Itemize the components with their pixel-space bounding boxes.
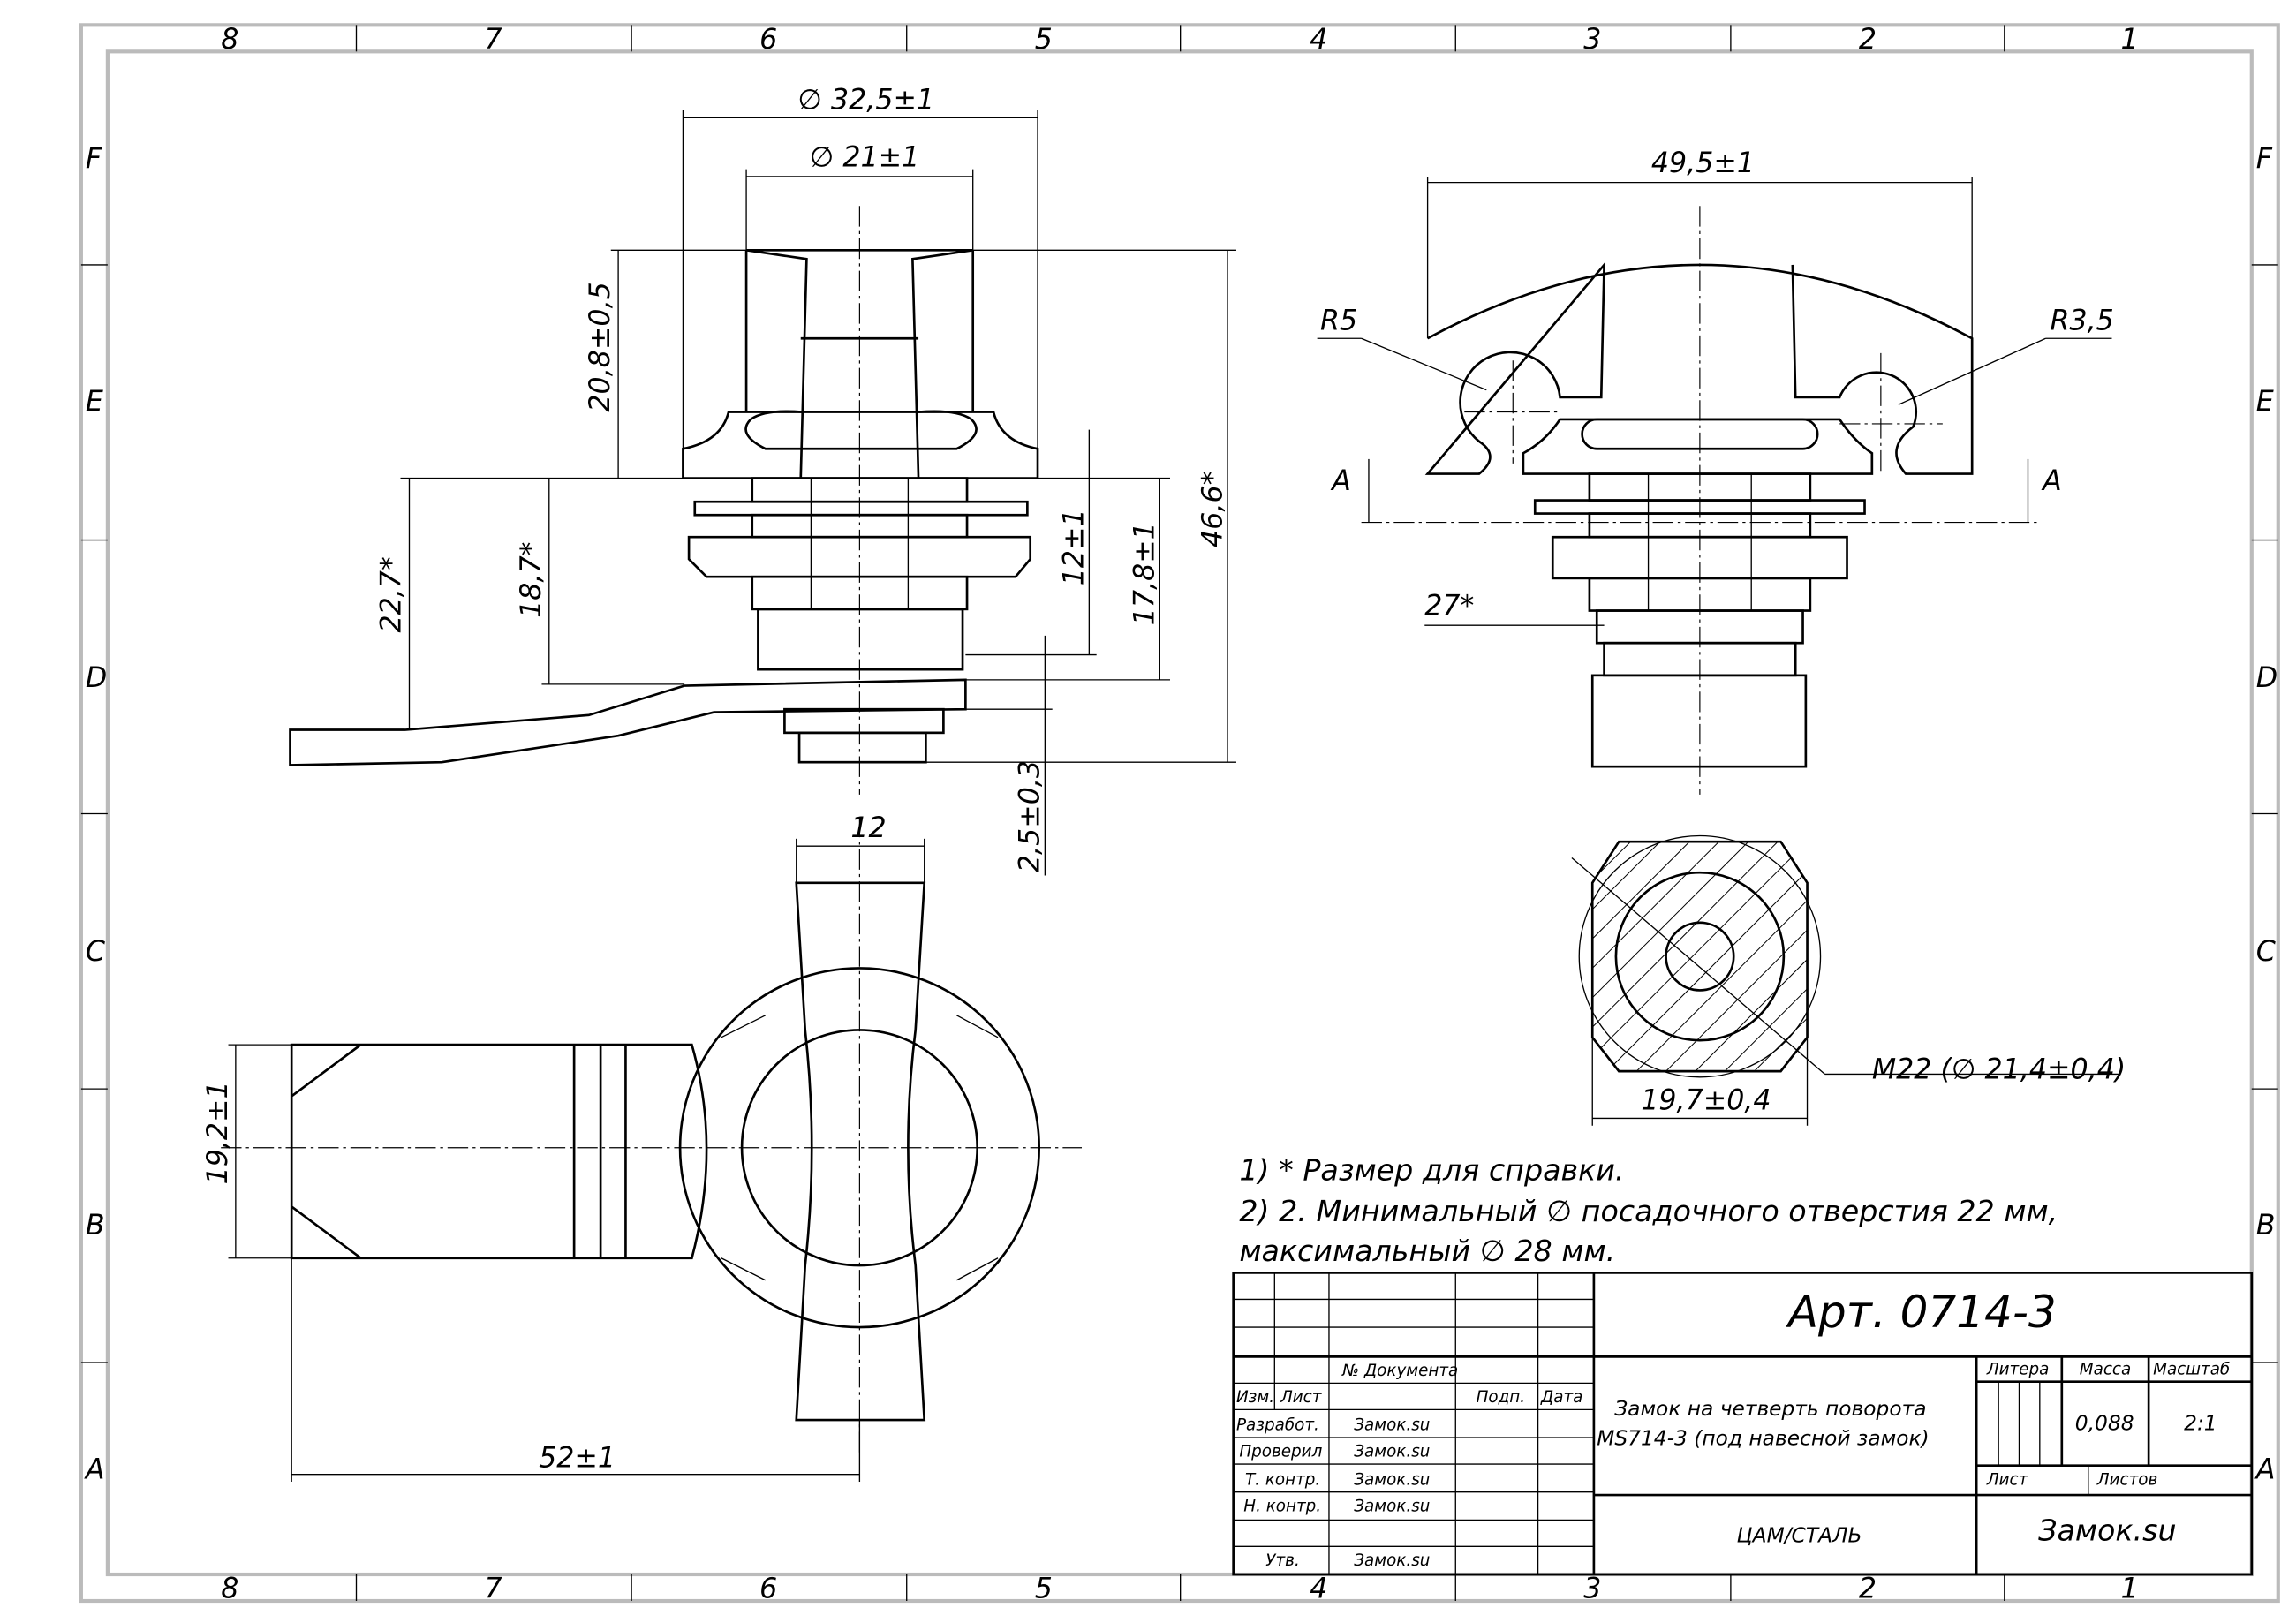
dim-cam-width: 19,2±1 <box>202 1081 234 1184</box>
signer: Замок.su <box>1354 1443 1430 1461</box>
dim-head-width: 49,5±1 <box>1651 147 1755 179</box>
zone-col: 3 <box>1583 1574 1601 1605</box>
role: Разработ. <box>1236 1416 1319 1435</box>
col-izm: Изм. <box>1236 1388 1274 1407</box>
product-name-line1: Замок на четверть поворота <box>1614 1397 1926 1421</box>
dim-cam-inner: 18,7* <box>516 542 548 618</box>
zone-col: 8 <box>221 1574 238 1605</box>
zone-col: 2 <box>1859 24 1877 56</box>
drawing-frame: 8 7 6 5 4 3 2 1 8 7 6 5 4 3 2 1 F E D C … <box>79 23 2280 1605</box>
dim-r3-5: R3,5 <box>2050 305 2113 336</box>
section-a-right: A <box>2041 465 2062 497</box>
title-block: Арт. 0714-3 Замок на четверть поворота M… <box>1232 1272 2254 1576</box>
zone-col: 7 <box>484 24 502 56</box>
dim-knob-height: 20,8±0,5 <box>585 282 616 411</box>
top-view: 12 19,2±1 52±1 <box>202 812 1083 1483</box>
note-2: 2) 2. Минимальный ∅ посадочного отверсти… <box>1239 1194 2058 1228</box>
dim-thread: M22 (∅ 21,4±0,4) <box>1872 1053 2126 1085</box>
side-view: 49,5±1 R5 R3,5 A A 27* <box>1317 147 2114 795</box>
dim-knob-diameter: ∅ 21±1 <box>810 141 920 173</box>
zone-row: A <box>84 1454 105 1486</box>
role: Проверил <box>1239 1443 1322 1461</box>
litera-label: Литера <box>1986 1360 2050 1378</box>
listov-label: Листов <box>2096 1470 2157 1489</box>
signer: Замок.su <box>1354 1551 1430 1570</box>
dim-cam-length: 52±1 <box>539 1442 616 1474</box>
masshtab-value: 2:1 <box>2184 1412 2217 1436</box>
dim-12: 12±1 <box>1059 509 1091 585</box>
massa-value: 0,088 <box>2075 1412 2134 1436</box>
zone-row: D <box>2256 662 2277 694</box>
zone-row: B <box>86 1210 105 1242</box>
dim-total-height: 46,6* <box>1197 472 1228 547</box>
zone-col: 1 <box>2120 24 2138 56</box>
zone-col: 7 <box>484 1574 502 1605</box>
notes: 1) * Размер для справки. 2) 2. Минимальн… <box>1239 1152 2058 1268</box>
dim-flat-width: 19,7±0,4 <box>1641 1084 1771 1116</box>
zone-col: 4 <box>1310 1574 1327 1605</box>
dim-knob-width: 12 <box>850 812 886 844</box>
article-number: Арт. 0714-3 <box>1786 1287 2057 1338</box>
dim-cam-outer: 22,7* <box>375 556 407 632</box>
massa-label: Масса <box>2080 1360 2131 1378</box>
zone-col: 6 <box>759 24 777 56</box>
note-1: 1) * Размер для справки. <box>1239 1152 1624 1187</box>
zone-row: B <box>2256 1210 2276 1242</box>
dim-2-5: 2,5±0,3 <box>1015 760 1046 872</box>
section-view: 19,7±0,4 M22 (∅ 21,4±0,4) <box>1571 834 2126 1126</box>
col-doc: № Документа <box>1341 1362 1458 1380</box>
zone-col: 5 <box>1035 24 1053 56</box>
section-a-left: A <box>1330 465 1351 497</box>
front-view: ∅ 32,5±1 ∅ 21±1 20,8±0,5 46,6* 22,7* 18,… <box>289 84 1236 876</box>
zone-col: 6 <box>759 1574 777 1605</box>
list-label: Лист <box>1986 1470 2029 1489</box>
col-data: Дата <box>1540 1388 1582 1407</box>
signer: Замок.su <box>1354 1416 1430 1435</box>
zone-row: D <box>86 662 107 694</box>
zone-row: F <box>86 143 102 175</box>
signer: Замок.su <box>1354 1470 1430 1489</box>
zone-col: 3 <box>1583 24 1601 56</box>
dim-outer-diameter: ∅ 32,5±1 <box>797 84 934 116</box>
zone-row: C <box>86 936 105 968</box>
zone-col: 2 <box>1859 1574 1877 1605</box>
col-list: Лист <box>1280 1388 1323 1407</box>
col-podp: Подп. <box>1477 1388 1525 1407</box>
company: Замок.su <box>2038 1514 2176 1548</box>
dim-27: 27* <box>1424 591 1474 623</box>
signer: Замок.su <box>1354 1497 1430 1515</box>
product-name-line2: MS714-3 (под навесной замок) <box>1597 1426 1929 1450</box>
masshtab-label: Масштаб <box>2153 1360 2230 1378</box>
role: Т. контр. <box>1245 1470 1320 1489</box>
zone-row: C <box>2256 936 2276 968</box>
zone-row: A <box>2254 1454 2276 1486</box>
material: ЦАМ/СТАЛЬ <box>1737 1523 1862 1547</box>
zone-row: F <box>2256 143 2273 175</box>
role: Утв. <box>1265 1551 1299 1570</box>
zone-col: 5 <box>1035 1574 1053 1605</box>
zone-col: 1 <box>2120 1574 2138 1605</box>
note-3: максимальный ∅ 28 мм. <box>1239 1234 1615 1268</box>
zone-row: E <box>86 386 103 418</box>
zone-row: E <box>2256 386 2274 418</box>
role: Н. контр. <box>1243 1497 1321 1515</box>
zone-col: 8 <box>221 24 238 56</box>
dim-r5: R5 <box>1320 305 1357 336</box>
zone-col: 4 <box>1310 24 1327 56</box>
dim-17-8: 17,8±1 <box>1129 522 1161 625</box>
